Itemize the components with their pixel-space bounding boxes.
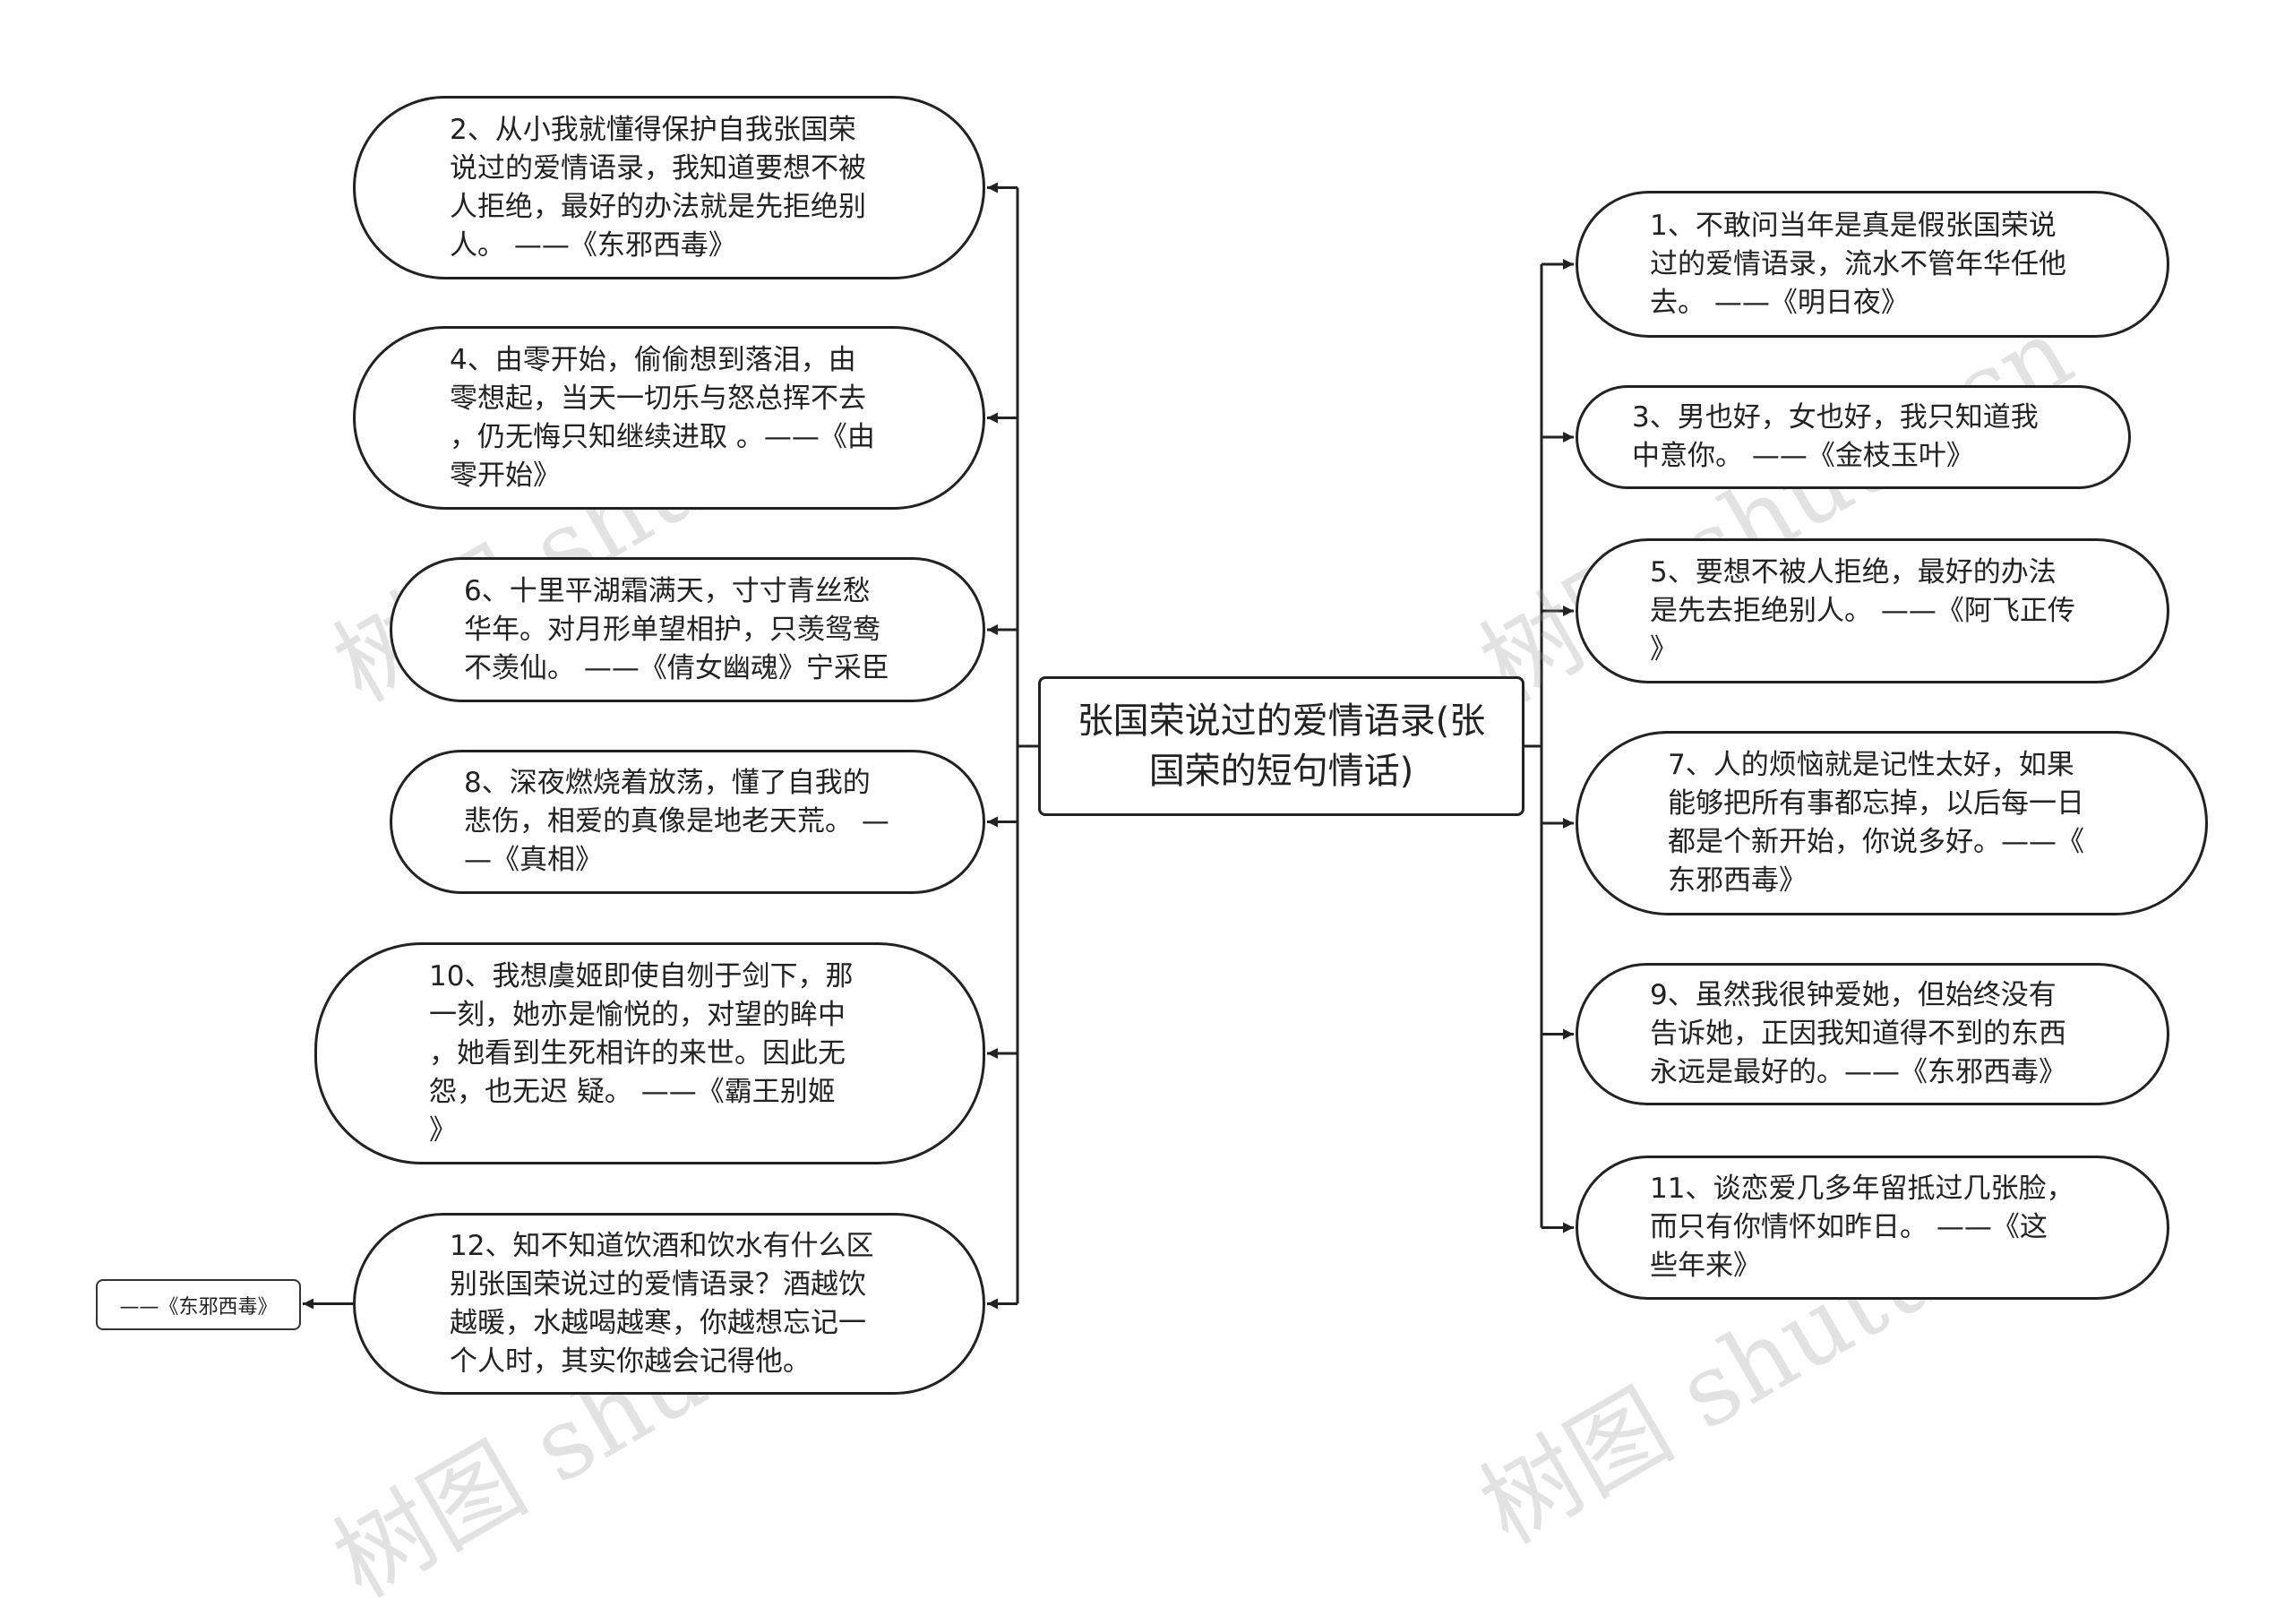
arrowhead-icon <box>987 182 998 193</box>
node-text-line: 东邪西毒》 <box>1668 864 1807 897</box>
node-text-line: 华年。对月形单望相护，只羡鸳鸯 <box>464 613 880 646</box>
arrowhead-icon <box>987 624 998 635</box>
arrowhead-icon <box>987 816 998 828</box>
arrowhead-icon <box>987 1048 998 1059</box>
node-text-line: 说过的爱情语录，我知道要想不被 <box>450 151 866 185</box>
node-text-line: 而只有你情怀如昨日。 ——《这 <box>1650 1211 2048 1243</box>
node-text-line: 人。 ——《东邪西毒》 <box>450 228 736 262</box>
leaf-node-source[interactable]: ——《东邪西毒》 <box>96 1279 301 1330</box>
node-text-line: 些年来》 <box>1650 1250 1761 1282</box>
node-text-line: ，她看到生死相许的来世。因此无 <box>429 1036 846 1070</box>
node-text-line: 12、知不知道饮酒和饮水有什么区 <box>450 1229 874 1262</box>
right-topic-node-3[interactable]: 3、男也好，女也好，我只知道我中意你。 ——《金枝玉叶》 <box>1576 385 2131 489</box>
node-text-line: 》 <box>429 1113 457 1147</box>
left-topic-node-8[interactable]: 8、深夜燃烧着放荡，懂了自我的悲伤，相爱的真像是地老天荒。 — —《真相》 <box>390 750 985 894</box>
arrowhead-icon <box>1563 606 1574 616</box>
arrowhead-icon <box>1563 432 1574 443</box>
node-text-line: 别张国荣说过的爱情语录？酒越饮 <box>450 1267 866 1301</box>
central-topic-line: 张国荣说过的爱情语录(张 <box>1077 700 1486 742</box>
node-text-line: 零想起，当天一切乐与怒总挥不去 <box>450 382 866 415</box>
arrowhead-icon <box>303 1298 313 1310</box>
node-text-line: 5、要想不被人拒绝，最好的办法 <box>1650 555 2057 589</box>
left-topic-node-6[interactable]: 6、十里平湖霜满天，寸寸青丝愁华年。对月形单望相护，只羡鸳鸯不羡仙。 ——《倩女… <box>390 557 985 702</box>
node-text-line: 11、谈恋爱几多年留抵过几张脸， <box>1650 1173 2074 1205</box>
node-text-line: 不羡仙。 ——《倩女幽魂》宁采臣 <box>464 651 889 684</box>
node-text-line: 4、由零开始，偷偷想到落泪，由 <box>450 343 856 376</box>
node-text-line: 10、我想虞姬即使自刎于剑下，那 <box>429 959 854 992</box>
right-topic-node-1[interactable]: 1、不敢问当年是真是假张国荣说过的爱情语录，流水不管年华任他去。 ——《明日夜》 <box>1576 191 2169 338</box>
node-text-line: 7、人的烦恼就是记性太好，如果 <box>1668 749 2074 781</box>
central-topic[interactable]: 张国荣说过的爱情语录(张 国荣的短句情话) <box>1038 676 1524 816</box>
node-text-line: 3、男也好，女也好，我只知道我 <box>1632 401 2039 434</box>
left-topic-node-2[interactable]: 2、从小我就懂得保护自我张国荣说过的爱情语录，我知道要想不被人拒绝，最好的办法就… <box>353 96 985 279</box>
node-text-line: 8、深夜燃烧着放荡，懂了自我的 <box>464 767 871 799</box>
node-text-line: 悲伤，相爱的真像是地老天荒。 — <box>464 805 889 838</box>
node-text-line: 永远是最好的。——《东邪西毒》 <box>1650 1056 2066 1088</box>
arrowhead-icon <box>1563 259 1574 270</box>
arrowhead-icon <box>1563 1222 1574 1233</box>
node-text-line: 告诉她，正因我知道得不到的东西 <box>1650 1018 2066 1050</box>
node-text-line: 是先去拒绝别人。 ——《阿飞正传 <box>1650 594 2075 627</box>
node-text-line: 人拒绝，最好的办法就是先拒绝别 <box>450 190 866 223</box>
left-topic-node-12[interactable]: 12、知不知道饮酒和饮水有什么区别张国荣说过的爱情语录？酒越饮越暖，水越喝越寒，… <box>353 1213 985 1395</box>
node-text-line: 怨，也无迟 疑。 ——《霸王别姬 <box>429 1075 836 1108</box>
node-text-line: 去。 ——《明日夜》 <box>1650 286 1909 319</box>
node-text-line: 》 <box>1650 632 1678 666</box>
connector-lines <box>303 182 1574 1310</box>
central-topic-line: 国荣的短句情话) <box>1148 751 1414 792</box>
node-text-line: 个人时，其实你越会记得他。 <box>450 1345 811 1378</box>
arrowhead-icon <box>1563 1028 1574 1040</box>
right-topic-node-9[interactable]: 9、虽然我很钟爱她，但始终没有告诉她，正因我知道得不到的东西永远是最好的。——《… <box>1576 963 2169 1105</box>
node-text-line: 都是个新开始，你说多好。——《 <box>1668 826 2084 858</box>
node-text-line: ，仍无悔只知继续进取 。——《由 <box>450 420 875 453</box>
node-text-line: 1、不敢问当年是真是假张国荣说 <box>1650 209 2057 242</box>
arrowhead-icon <box>1563 818 1574 829</box>
leaf-node-label: ——《东邪西毒》 <box>119 1295 278 1319</box>
node-text-line: 中意你。 ——《金枝玉叶》 <box>1632 440 1974 472</box>
arrowhead-icon <box>987 412 998 424</box>
arrowhead-icon <box>987 1298 998 1310</box>
right-topic-node-11[interactable]: 11、谈恋爱几多年留抵过几张脸， 而只有你情怀如昨日。 ——《这些年来》 <box>1576 1156 2169 1300</box>
node-text-line: 2、从小我就懂得保护自我张国荣 <box>450 113 856 146</box>
node-text-line: 过的爱情语录，流水不管年华任他 <box>1650 247 2066 280</box>
right-topic-node-7[interactable]: 7、人的烦恼就是记性太好，如果能够把所有事都忘掉，以后每一日都是个新开始，你说多… <box>1576 731 2208 915</box>
right-topic-node-5[interactable]: 5、要想不被人拒绝，最好的办法是先去拒绝别人。 ——《阿飞正传》 <box>1576 538 2169 683</box>
left-topic-node-4[interactable]: 4、由零开始，偷偷想到落泪，由零想起，当天一切乐与怒总挥不去 ，仍无悔只知继续进取… <box>353 326 985 510</box>
left-topic-node-10[interactable]: 10、我想虞姬即使自刎于剑下，那一刻，她亦是愉悦的，对望的眸中 ，她看到生死相许的… <box>314 942 985 1164</box>
node-text-line: 一刻，她亦是愉悦的，对望的眸中 <box>429 998 846 1031</box>
node-text-line: —《真相》 <box>464 844 603 876</box>
node-text-line: 越暖，水越喝越寒，你越想忘记一 <box>450 1306 866 1339</box>
node-text-line: 能够把所有事都忘掉，以后每一日 <box>1668 787 2084 820</box>
node-text-line: 6、十里平湖霜满天，寸寸青丝愁 <box>464 574 871 607</box>
node-text-line: 9、虽然我很钟爱她，但始终没有 <box>1650 979 2057 1011</box>
node-text-line: 零开始》 <box>450 459 561 492</box>
